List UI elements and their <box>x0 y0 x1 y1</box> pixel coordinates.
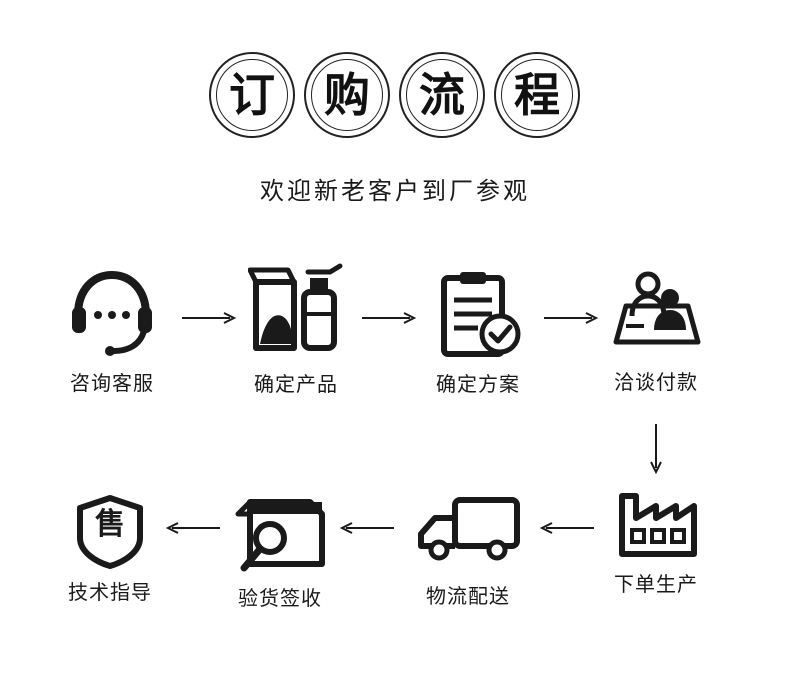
step-label: 咨询客服 <box>70 371 154 395</box>
title-char: 流 <box>419 68 465 122</box>
step-label: 确定方案 <box>436 372 520 396</box>
arrow-right-icon <box>362 312 416 324</box>
step-label: 验货签收 <box>238 586 322 610</box>
clipboard-check-icon <box>441 272 521 357</box>
step-label: 技术指导 <box>68 580 152 604</box>
title-char-circle: 订 <box>209 52 295 138</box>
arrow-left-icon <box>340 522 394 534</box>
step-consult: 咨询客服 <box>32 265 192 396</box>
title-char-circle: 购 <box>304 52 390 138</box>
title-char: 程 <box>514 68 560 122</box>
step-label: 洽谈付款 <box>614 370 698 394</box>
step-label: 物流配送 <box>426 584 510 608</box>
after-sale-shield-icon: 售 <box>72 494 148 570</box>
step-order-production: 下单生产 <box>576 488 736 597</box>
arrow-right-icon <box>544 312 598 324</box>
subtitle: 欢迎新老客户到厂参观 <box>260 177 530 205</box>
arrow-left-icon <box>540 522 594 534</box>
headset-icon <box>72 270 152 356</box>
arrow-right-icon <box>182 312 236 324</box>
title-char-circle: 程 <box>494 52 580 138</box>
arrow-left-icon <box>166 522 220 534</box>
step-label: 确定产品 <box>254 372 338 396</box>
meeting-icon <box>613 271 701 345</box>
package-inspect-icon <box>235 499 325 572</box>
step-logistics: 物流配送 <box>388 494 548 609</box>
step-negotiate-payment: 洽谈付款 <box>576 266 736 395</box>
title-char: 订 <box>229 68 275 122</box>
after-sale-badge-text: 售 <box>95 507 125 542</box>
truck-icon <box>418 497 520 561</box>
step-tech-guidance: 售 技术指导 <box>30 494 190 605</box>
step-inspect-sign: 验货签收 <box>200 492 360 611</box>
factory-icon <box>619 493 697 557</box>
arrow-down-icon <box>650 424 662 474</box>
title-char-circle: 流 <box>399 52 485 138</box>
step-confirm-product: 确定产品 <box>216 262 376 397</box>
title-char: 购 <box>324 68 370 122</box>
products-icon <box>248 263 343 351</box>
step-label: 下单生产 <box>614 572 698 596</box>
step-confirm-plan: 确定方案 <box>398 268 558 397</box>
page-title: 订 购 流 程 <box>209 52 581 140</box>
